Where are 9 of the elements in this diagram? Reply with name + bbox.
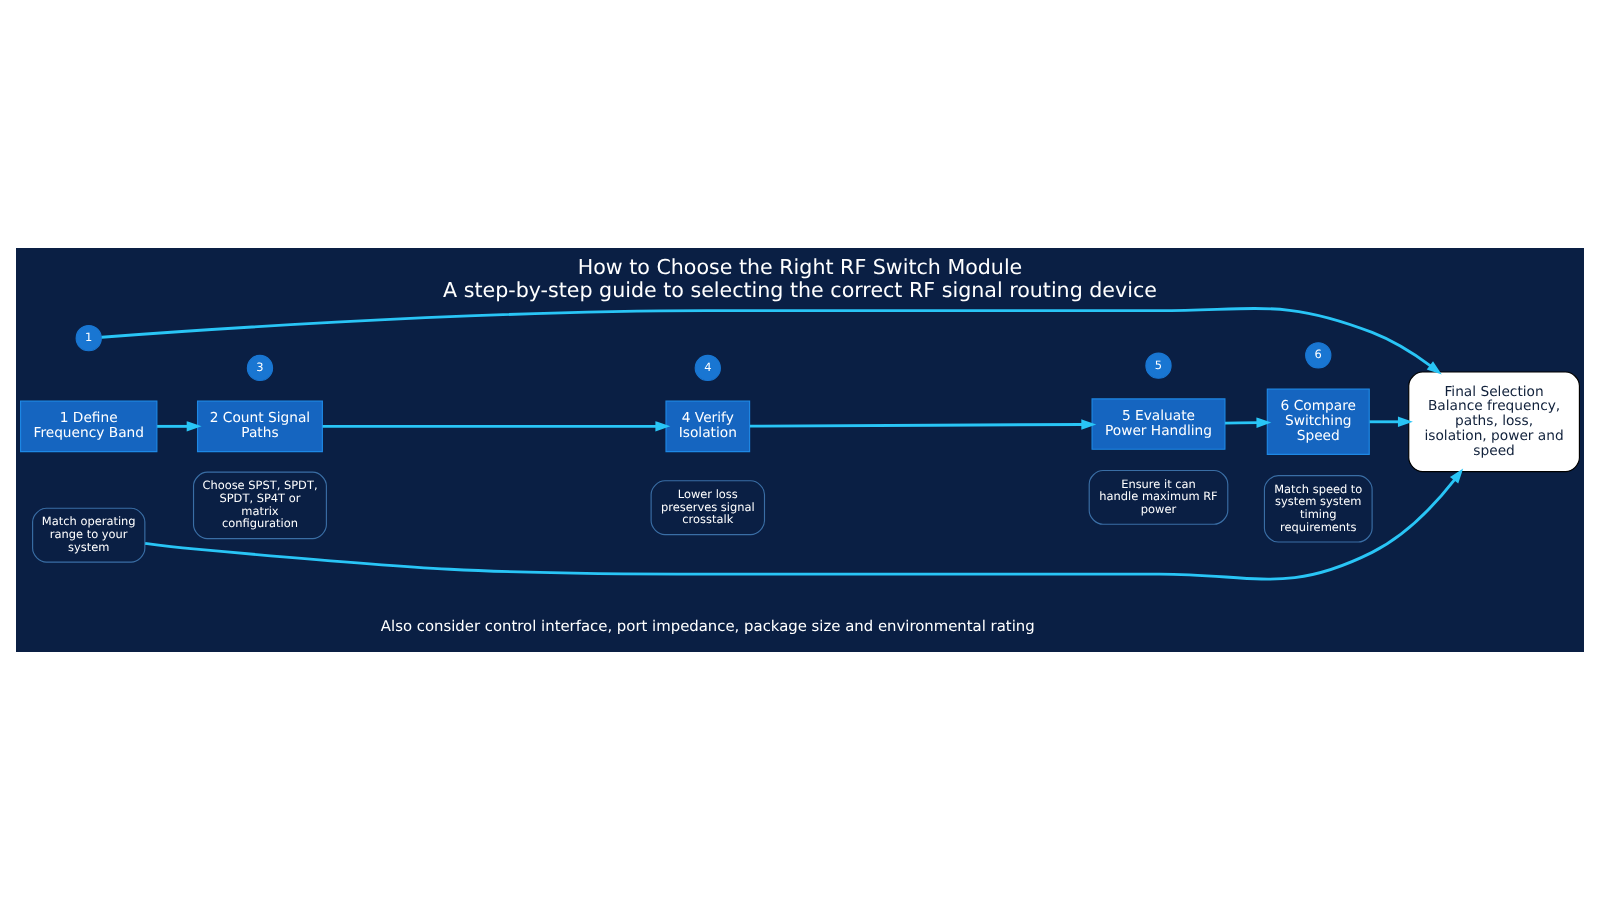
arrow <box>749 418 1097 429</box>
arrow <box>101 306 1442 374</box>
arrow <box>322 420 671 431</box>
arrow <box>1225 416 1272 427</box>
arrow <box>157 420 202 431</box>
diagram-title: How to Choose the Right RF Switch Module <box>577 254 1023 279</box>
arrow <box>145 467 1464 580</box>
arrow <box>1369 415 1413 426</box>
caption: A step-by-step guide to selecting the correct RF signal routing device <box>443 277 1157 302</box>
